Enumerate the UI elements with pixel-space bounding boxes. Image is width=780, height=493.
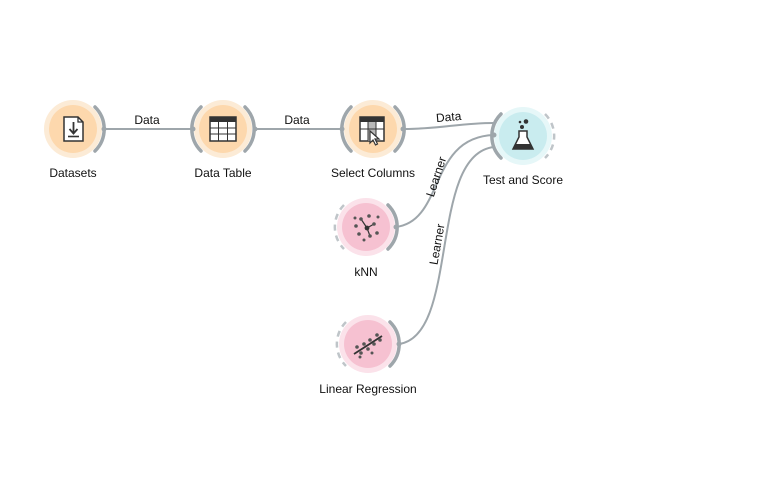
node-label-select-columns: Select Columns [330, 166, 416, 180]
node-select-columns[interactable] [339, 100, 406, 158]
node-label-linear-regression: Linear Regression [319, 382, 417, 396]
node-label-data-table: Data Table [194, 166, 252, 180]
file-download-icon [63, 116, 84, 142]
node-linear-regression[interactable] [335, 315, 402, 373]
node-knn[interactable] [333, 198, 399, 256]
node-label-test-and-score: Test and Score [482, 173, 564, 187]
link-label-data-table-to-select-columns: Data [284, 113, 310, 127]
node-datasets[interactable] [44, 100, 107, 158]
regression-icon [353, 333, 383, 359]
node-label-knn: kNN [354, 265, 378, 279]
node-label-datasets: Datasets [49, 166, 97, 180]
links [104, 122, 495, 345]
knn-icon [353, 214, 380, 242]
select-columns-icon [359, 116, 385, 146]
table-icon [209, 116, 237, 142]
input-port[interactable] [333, 204, 345, 250]
link-label-knn-to-test-and-score: Learner [423, 155, 449, 199]
node-data-table[interactable] [190, 100, 258, 158]
link-select-columns-to-test-and-score[interactable] [402, 122, 495, 130]
input-port[interactable] [335, 321, 347, 367]
node-test-and-score[interactable] [490, 107, 556, 165]
link-linear-regression-to-test-and-score[interactable] [398, 146, 495, 345]
link-knn-to-test-and-score[interactable] [395, 134, 495, 228]
flask-icon [511, 119, 535, 150]
link-label-select-columns-to-test-and-score: Data [435, 109, 462, 125]
output-port[interactable] [544, 113, 556, 159]
link-labels: Data Data Data Learner Learner [134, 109, 462, 266]
link-label-datasets-to-data-table: Data [134, 113, 160, 127]
